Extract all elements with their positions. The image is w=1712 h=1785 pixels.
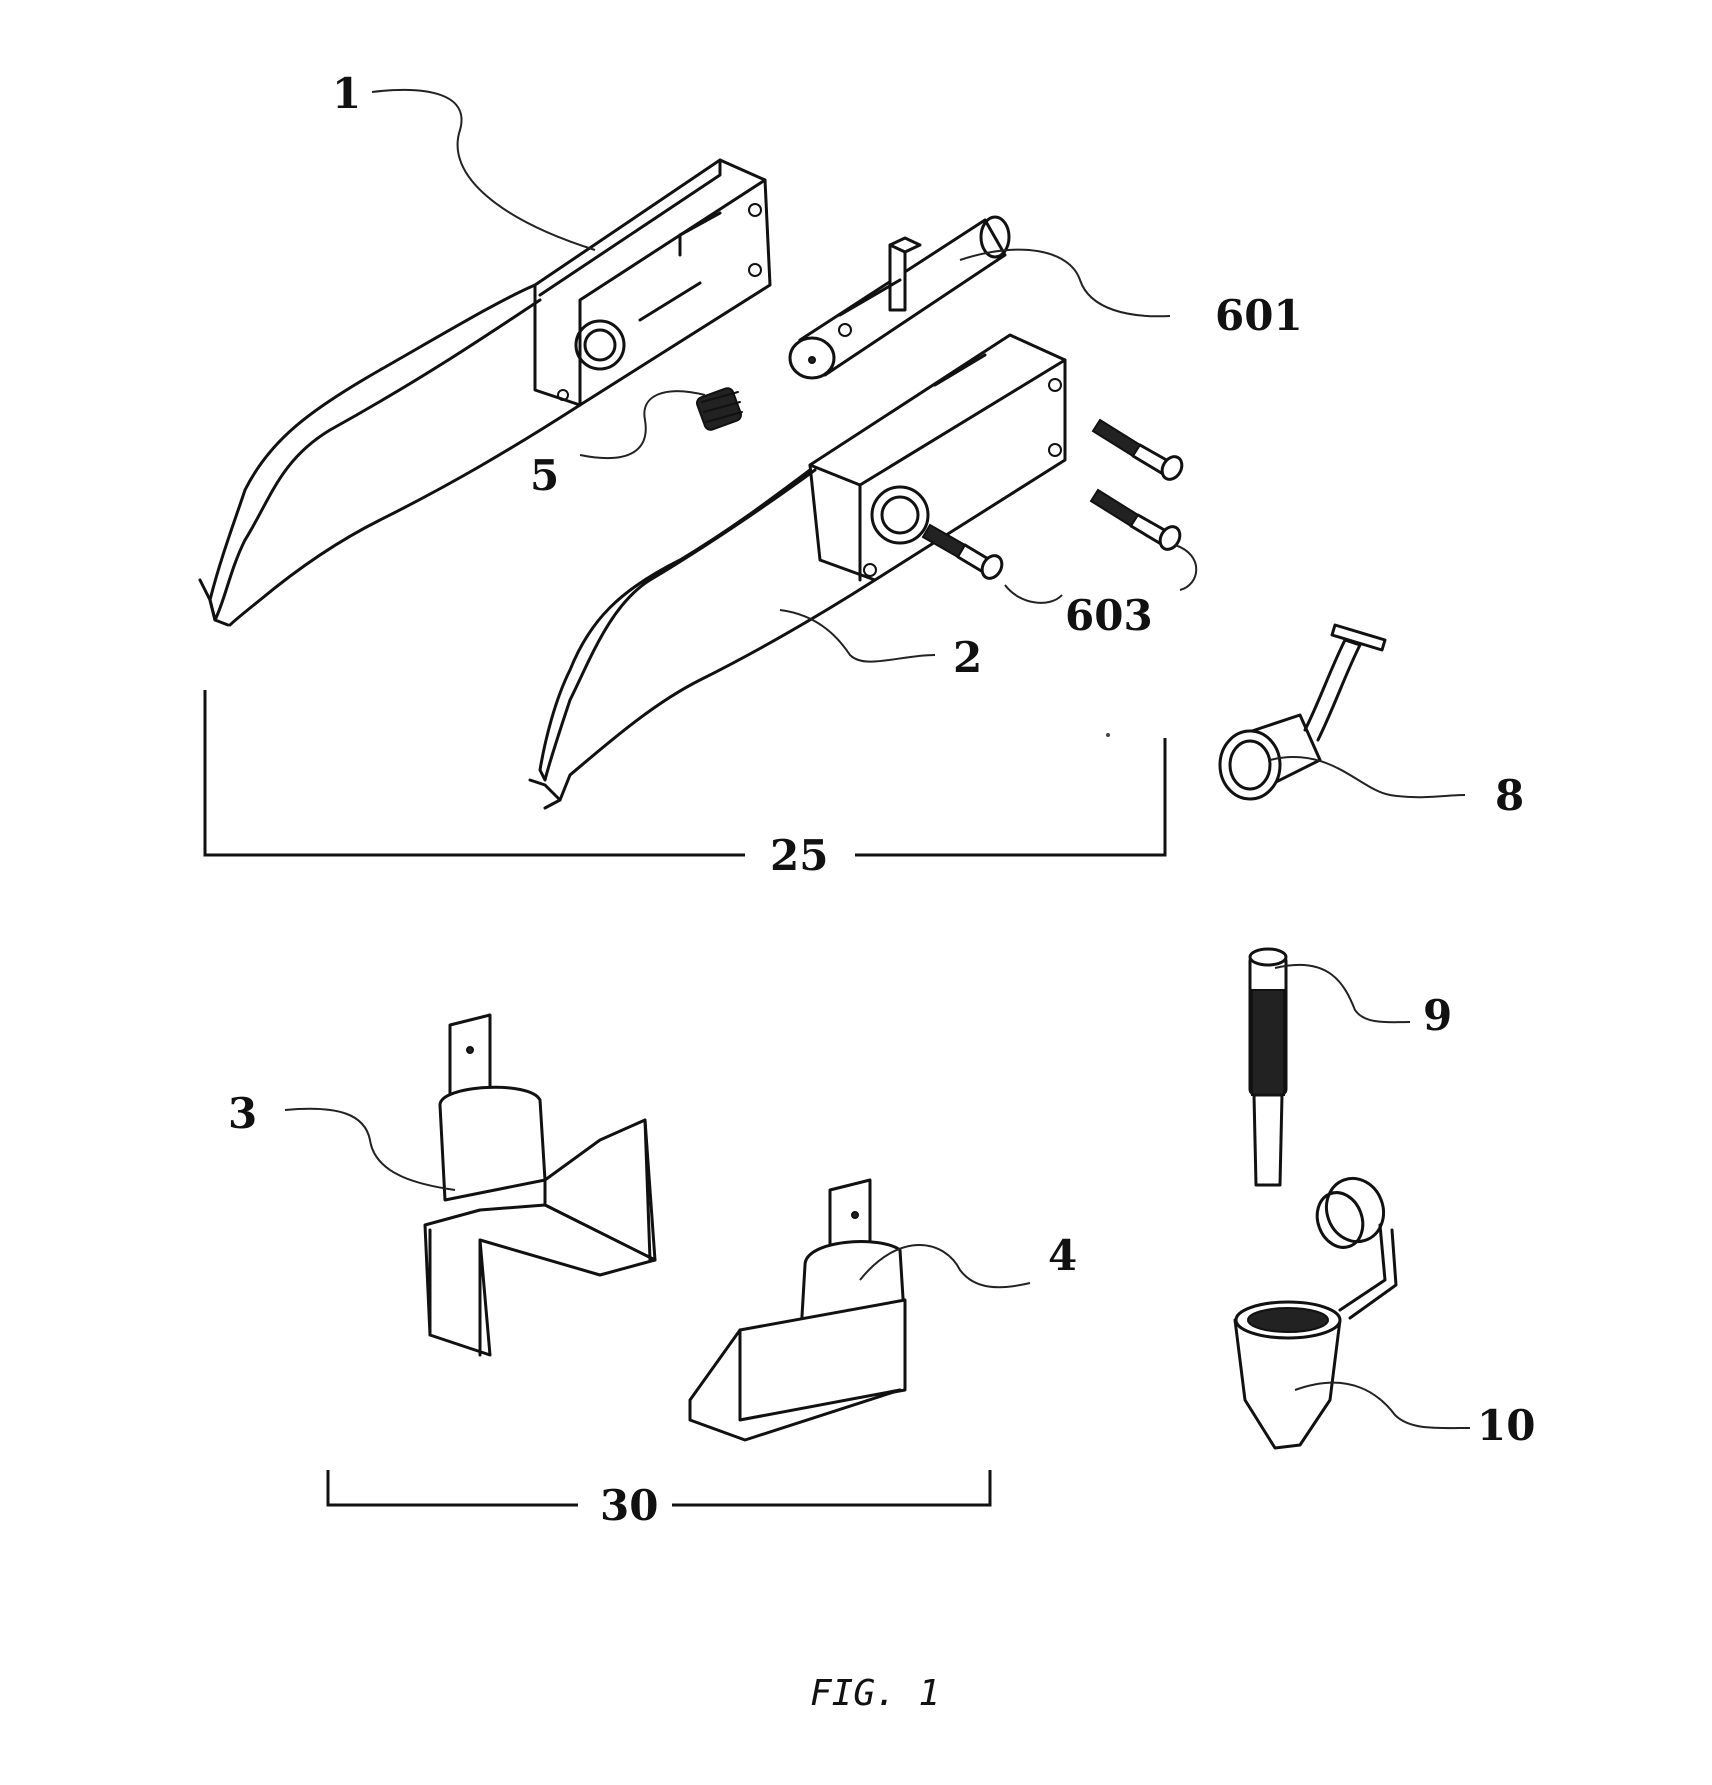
figure-caption: FIG. 1: [810, 1673, 940, 1714]
label-8: 8: [1495, 771, 1524, 820]
label-4: 4: [1048, 1231, 1077, 1280]
label-25: 25: [770, 831, 828, 880]
label-5: 5: [530, 451, 559, 500]
part-1-handle-upper: [200, 160, 770, 625]
screw-b: [1091, 490, 1184, 553]
label-1: 1: [332, 69, 361, 118]
leader-2: [780, 610, 935, 662]
group-25-bracket: [205, 690, 1165, 855]
label-9: 9: [1423, 991, 1452, 1040]
screw-a: [1093, 420, 1186, 483]
part-5-spring: [695, 387, 742, 432]
part-3-bracket: [425, 1015, 655, 1355]
stray-dot: [1106, 733, 1110, 737]
label-10: 10: [1477, 1401, 1535, 1450]
label-3: 3: [228, 1089, 257, 1138]
label-2: 2: [953, 633, 982, 682]
label-601: 601: [1215, 291, 1303, 340]
part-601-cylinder: [790, 217, 1009, 378]
leader-3: [285, 1109, 455, 1190]
part-8-cap: [1220, 625, 1385, 799]
part-4-bracket: [690, 1180, 905, 1440]
part-10-tube: [1235, 1170, 1396, 1448]
label-603: 603: [1065, 591, 1153, 640]
label-30: 30: [600, 1481, 658, 1530]
leader-5: [580, 391, 705, 458]
group-30-bracket: [328, 1470, 990, 1505]
leader-1: [372, 90, 595, 250]
screw-c: [923, 525, 1006, 582]
leader-9: [1275, 965, 1410, 1022]
part-9-rod: [1250, 949, 1286, 1185]
